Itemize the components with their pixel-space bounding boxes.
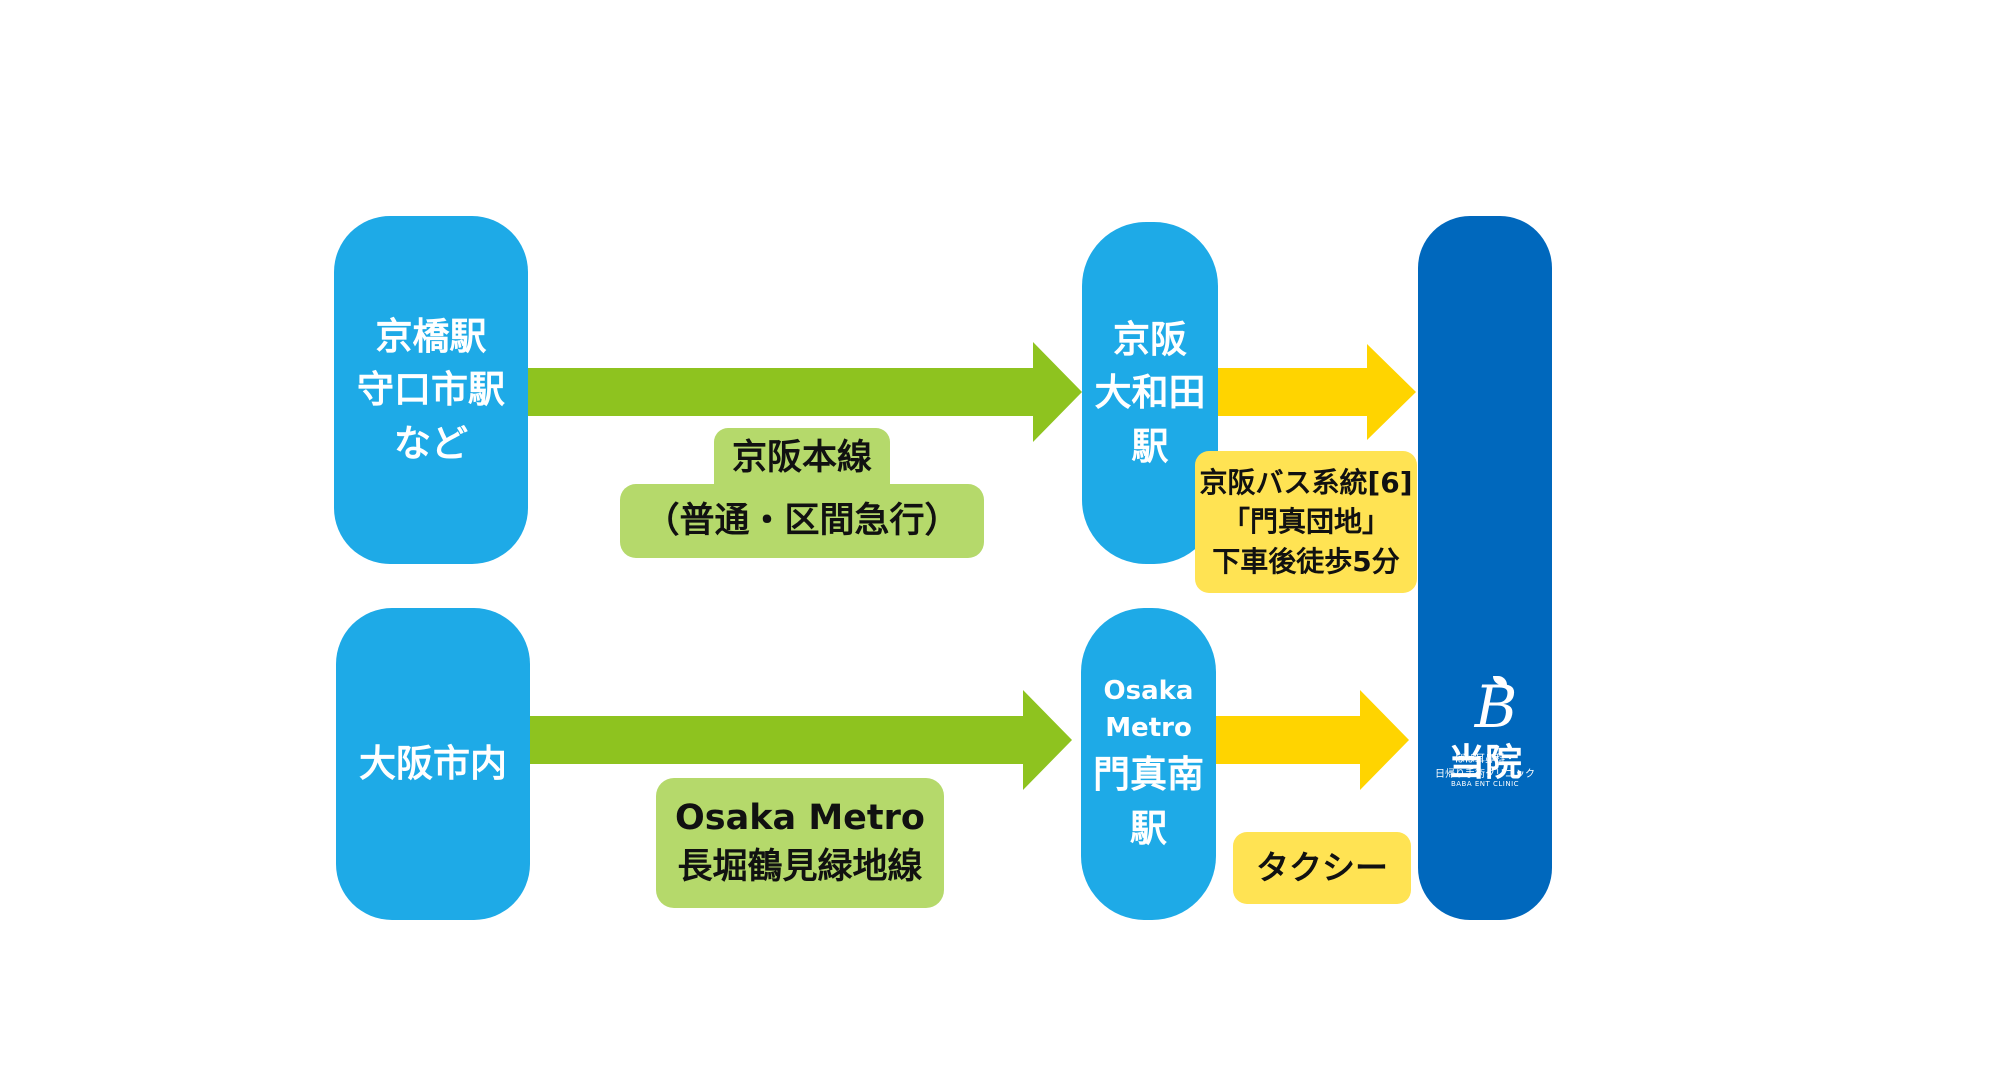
route-bus-line2: 「門真団地」 bbox=[1221, 505, 1390, 539]
route-keihan-line1: 京阪本線 bbox=[731, 437, 872, 478]
origin-kyobashi-line2: 守口市駅 bbox=[357, 368, 505, 412]
route-metro-line2: 長堀鶴見緑地線 bbox=[677, 847, 923, 887]
station-kadoma-minami-en1: Osaka bbox=[1103, 675, 1194, 706]
route-keihan-label-top: 京阪本線 bbox=[714, 428, 890, 488]
clinic-logo-leaf-icon bbox=[1493, 676, 1507, 685]
route-bus-line1: 京阪バス系統[6] bbox=[1199, 466, 1413, 500]
route-taxi-text: タクシー bbox=[1256, 847, 1388, 887]
route-metro-label: Osaka Metro 長堀鶴見緑地線 bbox=[656, 778, 944, 908]
train-arrow-metro bbox=[528, 690, 1072, 790]
clinic-logo-icon: B bbox=[1474, 673, 1518, 741]
station-kadoma-minami-ja2: 駅 bbox=[1130, 806, 1167, 850]
station-oowada-line1: 京阪 bbox=[1113, 317, 1187, 361]
clinic-logo-text-1: ばば耳鼻科・ bbox=[1455, 754, 1515, 765]
route-bus-line3: 下車後徒歩5分 bbox=[1212, 544, 1400, 578]
clinic-name: 当院 bbox=[1448, 741, 1522, 784]
station-oowada-line3: 駅 bbox=[1131, 424, 1169, 468]
route-taxi-label: タクシー bbox=[1233, 832, 1411, 904]
station-kadoma-minami-ja1: 門真南 bbox=[1093, 753, 1204, 797]
route-keihan-line2: （普通・区間急行） bbox=[644, 500, 960, 541]
clinic-logo-text-2: 日帰り手術クリニック bbox=[1435, 769, 1535, 780]
route-bus-label: 京阪バス系統[6] 「門真団地」 下車後徒歩5分 bbox=[1195, 451, 1417, 593]
origin-kyobashi: 京橋駅 守口市駅 など bbox=[334, 216, 528, 564]
bus-arrow bbox=[1218, 344, 1416, 440]
station-kadoma-minami: Osaka Metro 門真南 駅 bbox=[1081, 608, 1216, 920]
origin-kyobashi-line3: など bbox=[394, 421, 468, 465]
clinic-box: 当院 bbox=[1418, 216, 1552, 920]
clinic-logo-text-3: BABA ENT CLINIC bbox=[1450, 780, 1520, 788]
station-kadoma-minami-en2: Metro bbox=[1105, 713, 1192, 744]
taxi-arrow bbox=[1216, 690, 1409, 790]
origin-osaka-city-label: 大阪市内 bbox=[359, 742, 507, 786]
route-keihan-label-bottom: （普通・区間急行） bbox=[620, 484, 984, 558]
origin-kyobashi-line1: 京橋駅 bbox=[375, 314, 487, 358]
station-oowada: 京阪 大和田 駅 bbox=[1082, 222, 1218, 564]
origin-osaka-city: 大阪市内 bbox=[336, 608, 530, 920]
station-oowada-line2: 大和田 bbox=[1094, 371, 1206, 415]
train-arrow-keihan bbox=[528, 342, 1082, 442]
route-metro-line1: Osaka Metro bbox=[675, 798, 925, 838]
